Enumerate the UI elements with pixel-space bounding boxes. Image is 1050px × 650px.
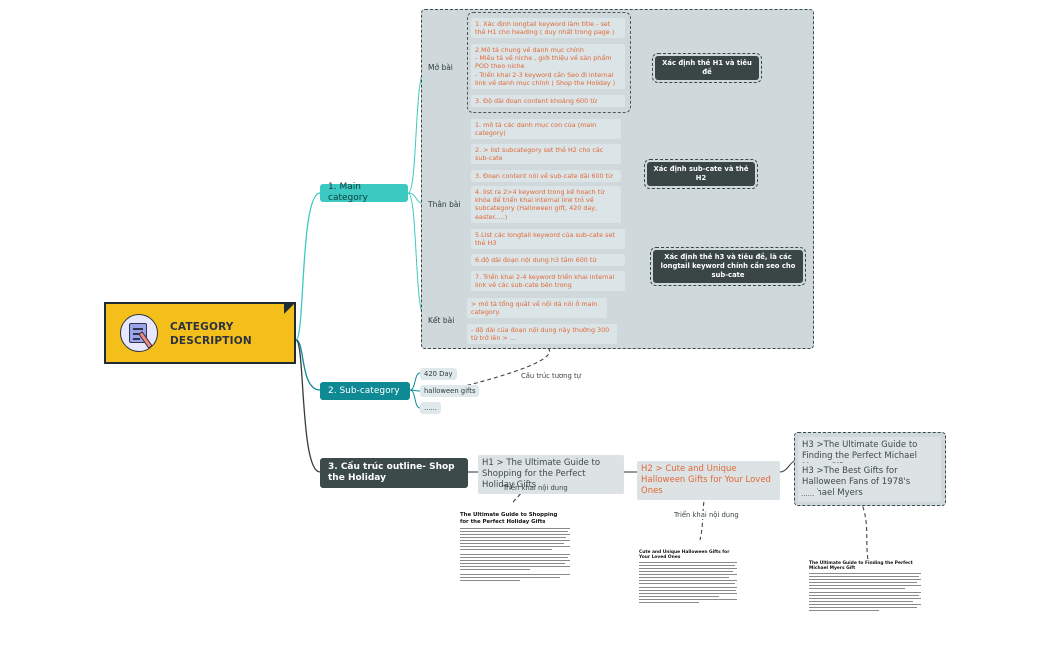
mo-bai-group	[467, 12, 631, 113]
root-title-line2: DESCRIPTION	[170, 335, 252, 347]
sub-chip-more[interactable]: ......	[420, 402, 441, 414]
mo-bai-item-3[interactable]: 3. Độ dài đoạn content khoảng 600 từ	[471, 95, 625, 108]
doc-title-2: Cute and Unique Halloween Gifts for Your…	[639, 550, 730, 560]
ket-bai-item-2[interactable]: - độ dài của đoạn nội dung này thường 30…	[467, 324, 617, 345]
outline-h3-item-2[interactable]: H3 >The Best Gifts for Halloween Fans of…	[798, 463, 941, 502]
tag-subcate-h2: Xác định sub-cate và thẻ H2	[644, 159, 758, 189]
checklist-pencil-icon	[120, 314, 158, 352]
outline-node[interactable]: 3. Cấu trúc outline- Shop the Holiday	[320, 458, 468, 488]
note-deploy-content-1: Triển khai nội dung	[503, 484, 568, 492]
than-bai-item-1[interactable]: 1. mô tả các danh mục con của (main cate…	[471, 119, 621, 140]
outline-h1[interactable]: H1 > The Ultimate Guide to Shopping for …	[478, 455, 624, 494]
doc-thumbnail-2[interactable]: Cute and Unique Halloween Gifts for Your…	[639, 550, 739, 622]
fold-corner	[284, 302, 296, 314]
root-title-line1: CATEGORY	[170, 321, 234, 333]
than-bai-item-4[interactable]: 4. list ra 2>4 keyword trong kế hoạch từ…	[471, 186, 621, 223]
than-bai-item-3[interactable]: 3. Đoạn content nói về sub-cate dài 600 …	[471, 170, 621, 183]
than-bai-item-2[interactable]: 2. > list subcategory set thẻ H2 cho các…	[471, 144, 621, 165]
section-than-bai: Thân bài	[428, 200, 461, 209]
root-node[interactable]: CATEGORY DESCRIPTION	[104, 302, 296, 364]
than-bai-item-6[interactable]: 6.độ dài đoạn nội dung h3 tầm 600 từ	[471, 254, 625, 267]
section-mo-bai: Mở bài	[428, 63, 453, 72]
tag-h1-title: Xác định thẻ H1 và tiêu đề	[652, 53, 762, 83]
note-deploy-content-2: Triển khai nội dung	[674, 511, 739, 519]
mo-bai-item-2[interactable]: 2.Mô tả chung về danh mục chính - Miêu t…	[471, 44, 625, 90]
than-bai-item-7[interactable]: 7. Triển khai 2-4 keyword triển khai int…	[471, 271, 625, 292]
mo-bai-item-1[interactable]: 1. Xác định longtail keyword làm title -…	[471, 18, 625, 39]
main-category-node[interactable]: 1. Main category	[320, 182, 408, 203]
outline-label: 3. Cấu trúc outline- Shop the Holiday	[328, 462, 455, 483]
outline-h3-item-more[interactable]: ......	[798, 488, 818, 501]
tag-h3-longtail: Xác định thẻ h3 và tiêu đề, là các longt…	[650, 247, 806, 286]
note-similar-structure: Cấu trúc tương tự	[521, 372, 581, 380]
sub-chip-halloween-gifts[interactable]: halloween gifts	[420, 385, 480, 397]
sub-category-label: 2. Sub-category	[328, 385, 400, 396]
than-bai-item-5[interactable]: 5.List các longtail keyword của sub-cate…	[471, 229, 625, 250]
outline-h2[interactable]: H2 > Cute and Unique Halloween Gifts for…	[637, 461, 780, 500]
section-ket-bai: Kết bài	[428, 316, 455, 325]
sub-category-node[interactable]: 2. Sub-category	[320, 382, 410, 400]
main-category-label: 1. Main category	[328, 182, 368, 203]
ket-bai-item-1[interactable]: > mô tả tổng quát về nội dả nói ở main c…	[467, 298, 607, 319]
doc-thumbnail-1[interactable]: The Ultimate Guide to Shopping for the P…	[460, 512, 572, 610]
doc-title-3: The Ultimate Guide to Finding the Perfec…	[809, 561, 913, 571]
doc-title-1: The Ultimate Guide to Shopping for the P…	[460, 512, 558, 525]
sub-chip-420-day[interactable]: 420 Day	[420, 368, 457, 380]
doc-thumbnail-3[interactable]: The Ultimate Guide to Finding the Perfec…	[809, 561, 923, 633]
